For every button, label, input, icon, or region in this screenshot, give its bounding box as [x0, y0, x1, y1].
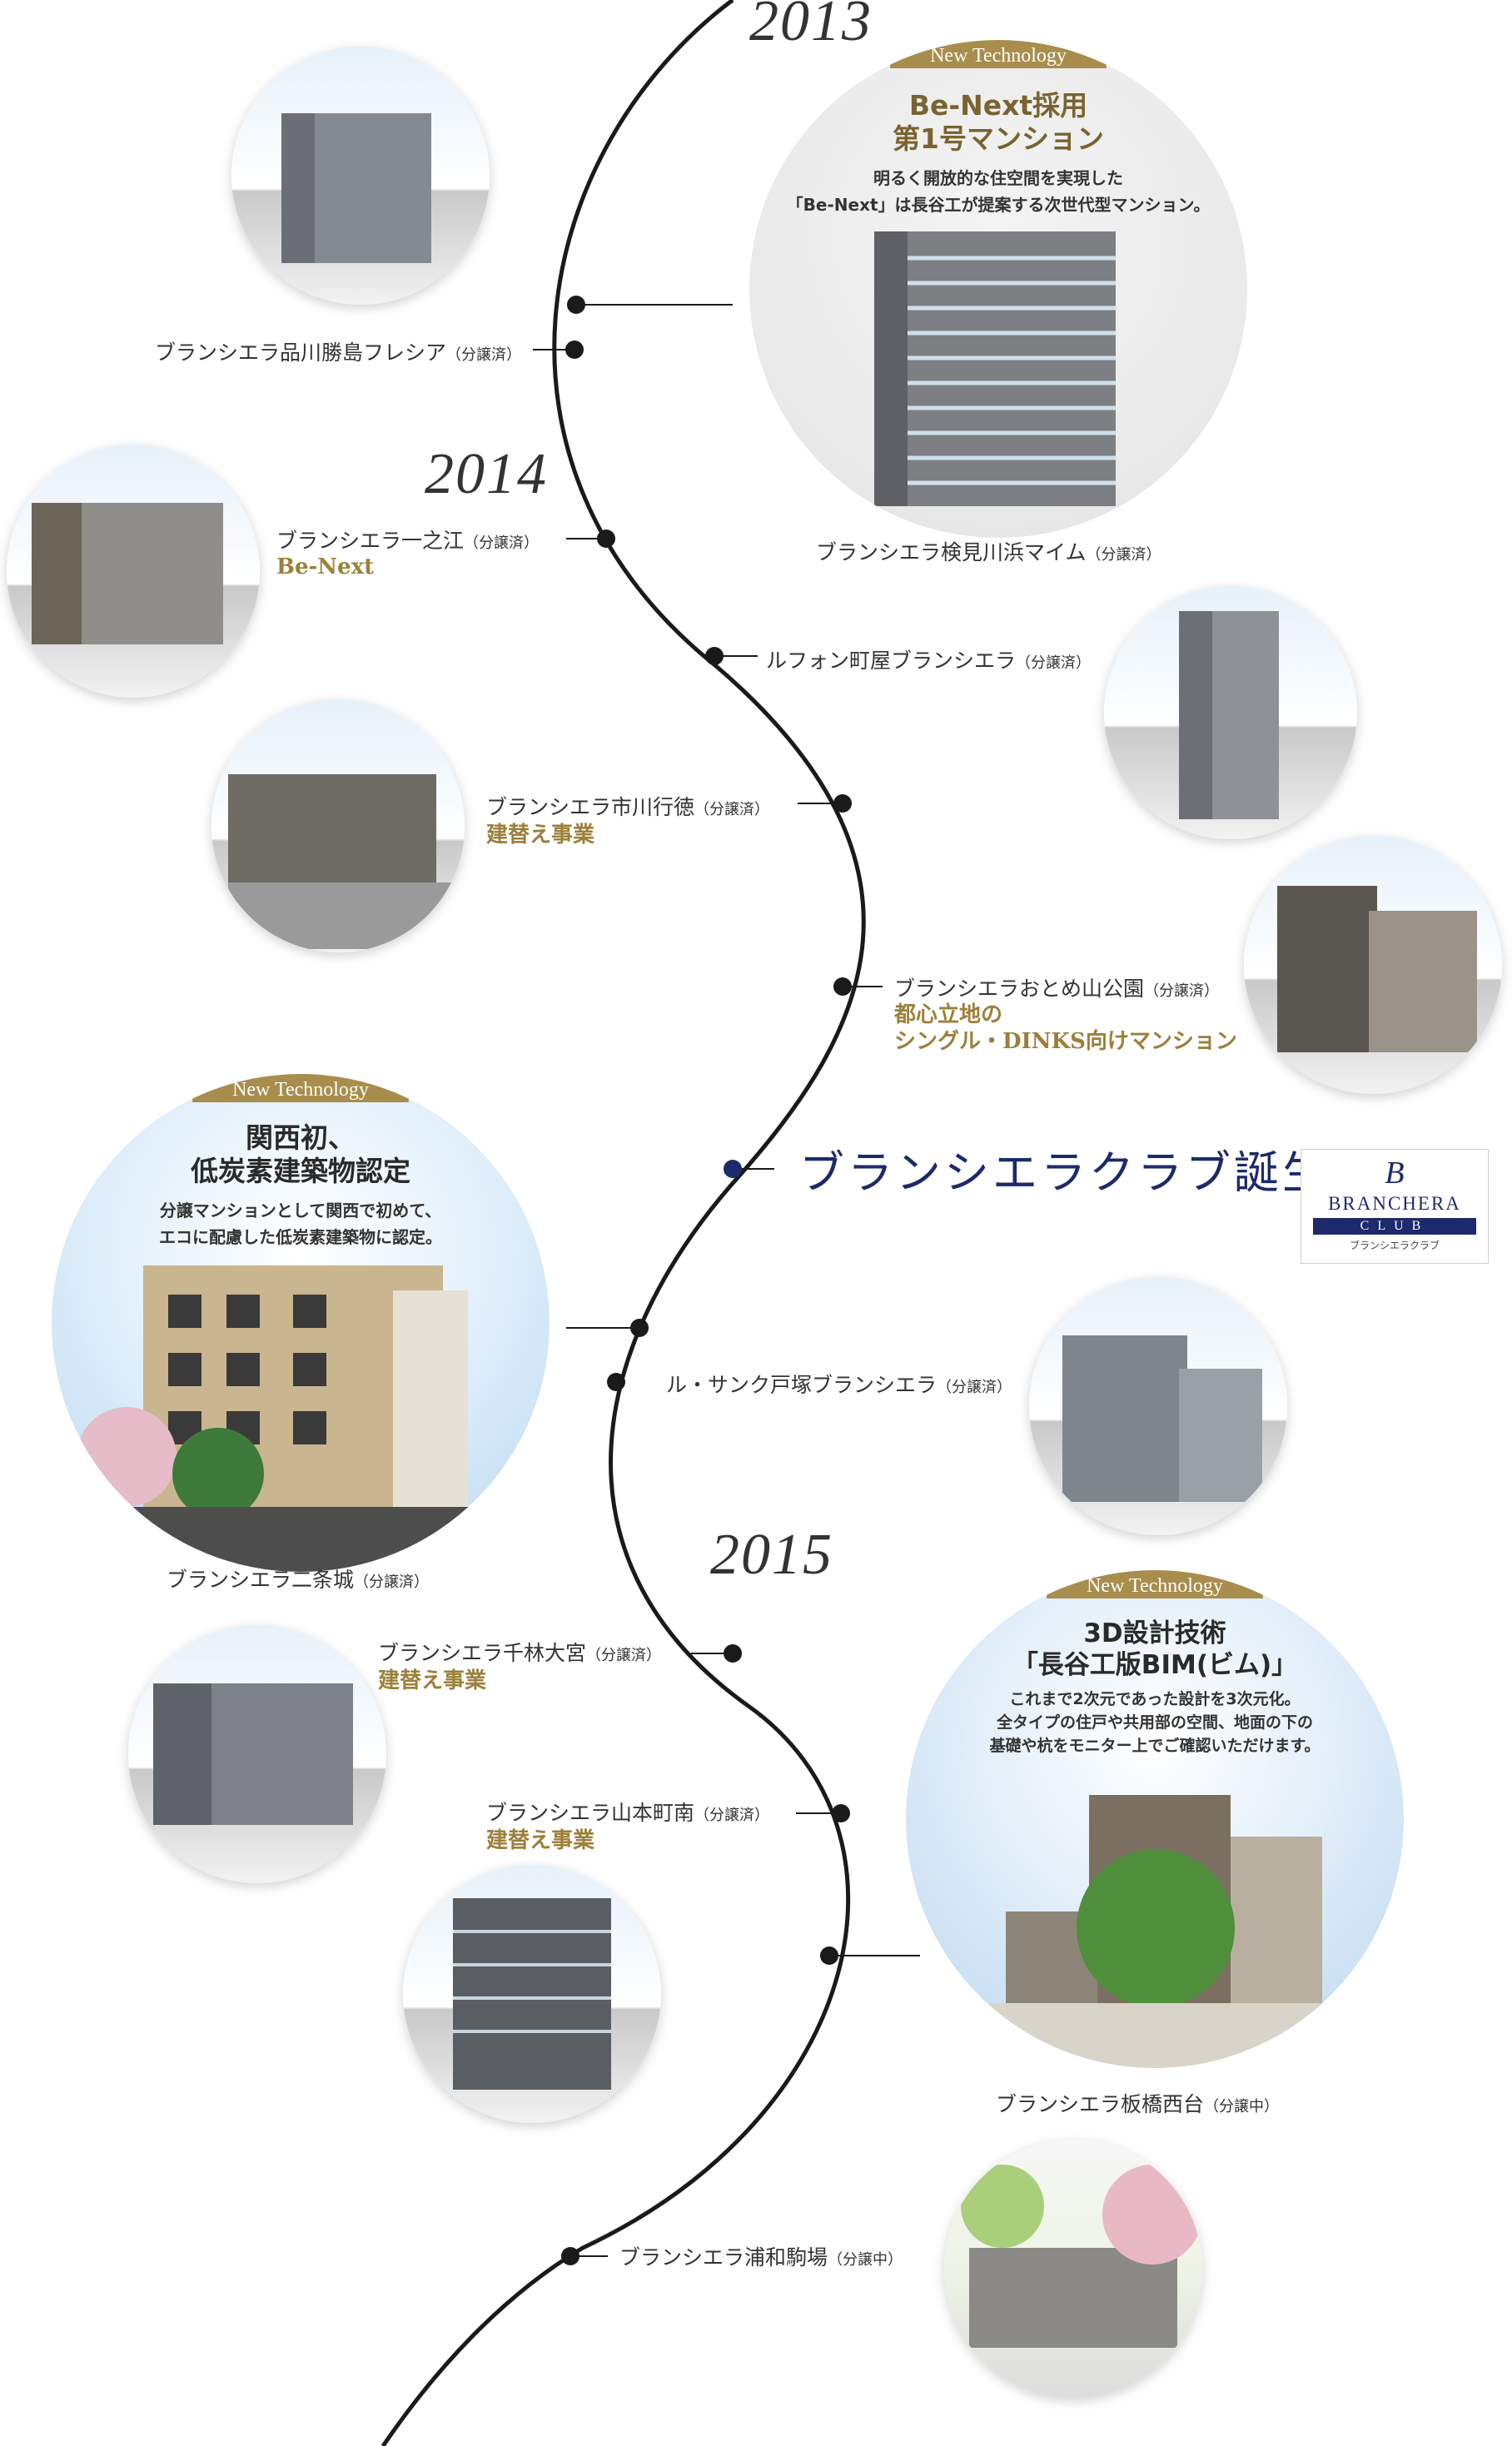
property-name: ブランシエラ浦和駒場	[619, 2245, 828, 2270]
feature-title-line-2: 第1号マンション	[893, 122, 1104, 155]
property-photo-shinagawa	[231, 47, 490, 305]
property-photo-ichikawa	[211, 699, 465, 952]
feature-desc-line-1: これまで2次元であった設計を3次元化。	[1009, 1690, 1301, 1708]
sale-status: （分譲済）	[1016, 654, 1092, 672]
property-photo-urawa	[944, 2140, 1202, 2398]
sale-status: （分譲済）	[464, 534, 540, 552]
building-illustration	[874, 231, 1116, 506]
property-label-shinagawa: ブランシエラ品川勝島フレシア（分譲済）	[155, 336, 521, 366]
feature-desc-line-2: 「Be-Next」は長谷工が提案する次世代型マンション。	[786, 195, 1211, 215]
sale-status: （分譲済）	[586, 1647, 662, 1664]
property-label-ichikawa: ブランシエラ市川行徳（分譲済）	[486, 791, 769, 821]
property-photo-totsuka	[1029, 1277, 1287, 1535]
feature-circle-low-carbon: New Technology 関西初、 低炭素建築物認定 分譲マンションとして関…	[52, 1074, 550, 1572]
property-sub-senbayashi: 建替え事業	[378, 1668, 487, 1693]
feature-title-line-2: 低炭素建築物認定	[191, 1155, 410, 1187]
building-illustration	[1062, 1335, 1262, 1502]
sale-status: （分譲済）	[694, 1807, 770, 1824]
feature-desc-line-3: 基礎や杭をモニター上でご確認いただけます。	[989, 1737, 1321, 1755]
property-name: ブランシエラ二条城	[167, 1568, 355, 1592]
building-illustration	[956, 1795, 1355, 2068]
sale-status: （分譲済）	[1144, 982, 1220, 1000]
property-name: ル・サンク戸塚ブランシエラ	[666, 1373, 938, 1397]
property-label-nijojo: ブランシエラ二条城（分譲済）	[167, 1564, 429, 1593]
property-photo-ichinoe	[7, 445, 260, 698]
property-name: ブランシエラ千林大宮	[378, 1641, 587, 1665]
club-logo-emblem-icon: B	[1385, 1156, 1405, 1191]
building-illustration	[228, 774, 453, 949]
property-sub-yamamoto: 建替え事業	[486, 1828, 595, 1853]
new-technology-tab: New Technology	[1047, 1570, 1263, 1598]
branchera-club-logo: B BRANCHERA CLUB ブランシエラクラブ	[1301, 1149, 1489, 1264]
feature-title-line-1: 関西初、	[246, 1121, 356, 1154]
building-illustration	[961, 2165, 1202, 2348]
property-name: ルフォン町屋ブランシエラ	[766, 649, 1017, 673]
sale-status: （分譲済）	[354, 1573, 430, 1591]
club-logo-brand: BRANCHERA	[1328, 1193, 1461, 1214]
feature-title-line-1: Be-Next採用	[908, 89, 1088, 122]
property-label-totsuka: ル・サンク戸塚ブランシエラ（分譲済）	[666, 1369, 1012, 1399]
feature-desc-line-2: エコに配慮した低炭素建築物に認定。	[159, 1227, 442, 1247]
property-name: ブランシエラ品川勝島フレシア	[155, 341, 447, 365]
property-photo-senbayashi	[128, 1625, 386, 1883]
feature-desc-line-2: 全タイプの住戸や共用部の空間、地面の下の	[996, 1713, 1313, 1732]
property-name: ブランシエラ山本町南	[486, 1801, 695, 1825]
property-label-senbayashi: ブランシエラ千林大宮（分譲済）	[378, 1637, 661, 1667]
property-label-yamamoto: ブランシエラ山本町南（分譲済）	[486, 1797, 769, 1827]
building-illustration	[153, 1683, 353, 1825]
building-illustration	[1277, 886, 1477, 1052]
property-sub-otomeyama-line-1: 都心立地の	[894, 1002, 1003, 1027]
branchera-club-announcement: ブランシエラクラブ誕生	[799, 1146, 1330, 1199]
year-2015: 2015	[710, 1523, 833, 1587]
club-logo-kana: ブランシエラクラブ	[1349, 1240, 1440, 1251]
feature-desc-line-1: 分譲マンションとして関西で初めて、	[159, 1201, 442, 1221]
property-photo-machiya	[1104, 586, 1357, 839]
property-label-ichinoe: ブランシエラ一之江（分譲済）	[276, 524, 539, 554]
property-name: ブランシエラ板橋西台	[996, 2092, 1205, 2116]
feature-title-line-1: 3D設計技術	[1083, 1618, 1226, 1648]
property-name: ブランシエラ市川行徳	[486, 795, 695, 819]
property-name: ブランシエラ一之江	[276, 529, 465, 553]
property-label-machiya: ルフォン町屋ブランシエラ（分譲済）	[766, 644, 1091, 674]
property-name: ブランシエラ検見川浜マイム	[816, 540, 1087, 564]
sale-status: （分譲済）	[694, 801, 770, 818]
year-2014: 2014	[425, 442, 548, 506]
sale-status: （分譲済）	[446, 346, 522, 364]
sale-status: （分譲中）	[828, 2251, 903, 2269]
property-sub-ichinoe: Be-Next	[276, 554, 375, 579]
property-photo-yamamoto	[403, 1865, 661, 2123]
new-technology-tab: New Technology	[890, 40, 1107, 68]
building-illustration	[1179, 611, 1279, 819]
feature-desc-line-1: 明るく開放的な住空間を実現した	[873, 168, 1123, 188]
club-logo-club: CLUB	[1313, 1218, 1476, 1235]
building-illustration	[453, 1898, 611, 2090]
building-illustration	[77, 1265, 493, 1572]
property-sub-otomeyama-line-2: シングル・DINKS向けマンション	[894, 1029, 1237, 1054]
feature-title-line-2: 「長谷工版BIM(ビム)」	[1012, 1650, 1298, 1680]
sale-status: （分譲済）	[937, 1379, 1012, 1396]
building-illustration	[32, 503, 223, 644]
property-label-itabashi: ブランシエラ板橋西台（分譲中）	[996, 2088, 1279, 2118]
year-2013: 2013	[749, 0, 873, 53]
sale-status: （分譲済）	[1086, 546, 1161, 564]
property-label-otomeyama: ブランシエラおとめ山公園（分譲済）	[894, 972, 1219, 1002]
building-illustration	[281, 113, 431, 263]
property-photo-otomeyama	[1244, 836, 1502, 1094]
feature-circle-be-next: New Technology Be-Next採用 第1号マンション 明るく開放的…	[749, 40, 1247, 538]
property-sub-ichikawa: 建替え事業	[486, 823, 595, 848]
property-label-kemigawa: ブランシエラ検見川浜マイム（分譲済）	[816, 536, 1161, 566]
property-name: ブランシエラおとめ山公園	[894, 977, 1145, 1001]
feature-circle-bim: New Technology 3D設計技術 「長谷工版BIM(ビム)」 これまで…	[906, 1570, 1404, 2068]
property-label-urawa: ブランシエラ浦和駒場（分譲中）	[619, 2241, 903, 2271]
sale-status: （分譲中）	[1204, 2098, 1280, 2115]
new-technology-tab: New Technology	[192, 1074, 409, 1102]
